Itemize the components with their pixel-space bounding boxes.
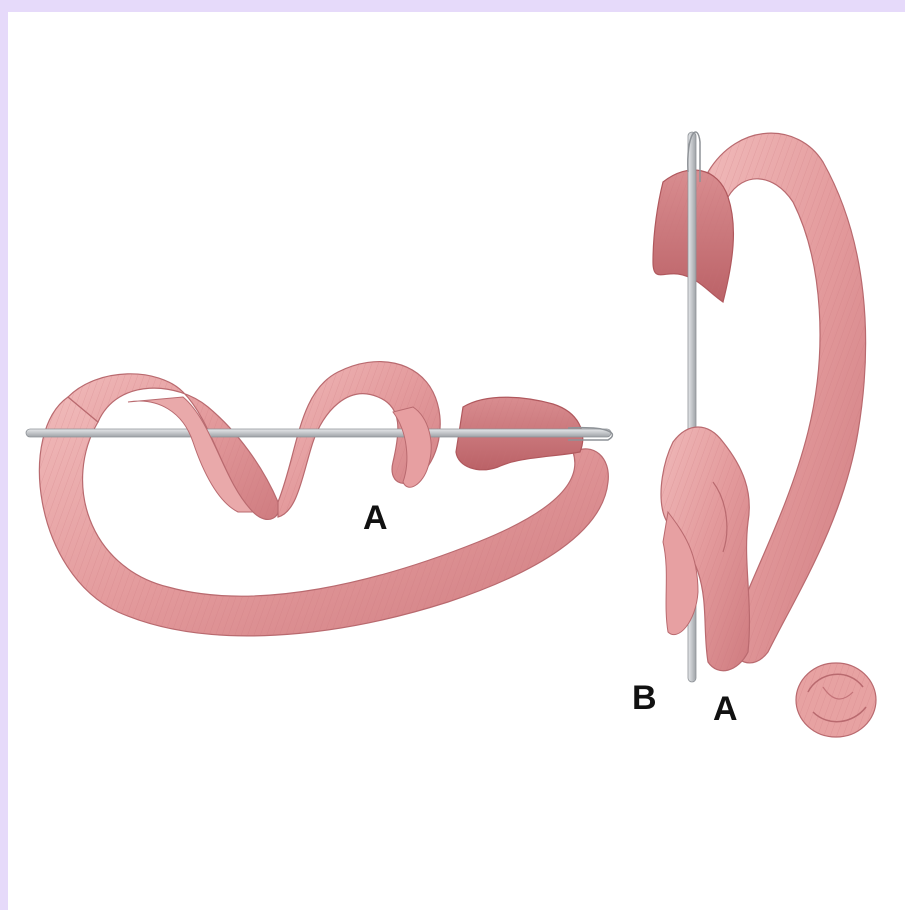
illustration-canvas: A xyxy=(8,12,905,910)
right-figure: B A xyxy=(632,132,876,737)
ribbon-stitch-illustration: A xyxy=(8,12,905,910)
finished-knot xyxy=(796,663,876,737)
label-b-right: B xyxy=(632,679,657,717)
label-a-right: A xyxy=(713,690,738,728)
label-a-left: A xyxy=(363,499,388,537)
left-figure: A xyxy=(26,362,612,636)
